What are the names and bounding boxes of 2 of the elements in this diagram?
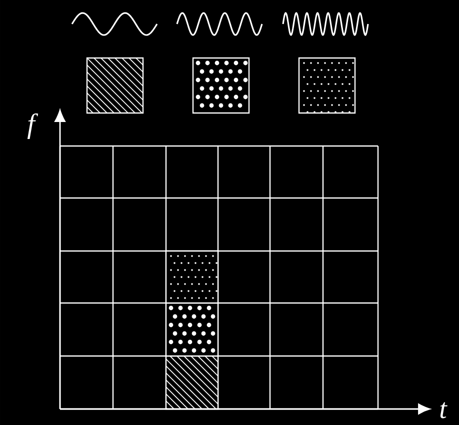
axis-label: f bbox=[27, 113, 38, 139]
axis-label: t bbox=[440, 402, 448, 418]
